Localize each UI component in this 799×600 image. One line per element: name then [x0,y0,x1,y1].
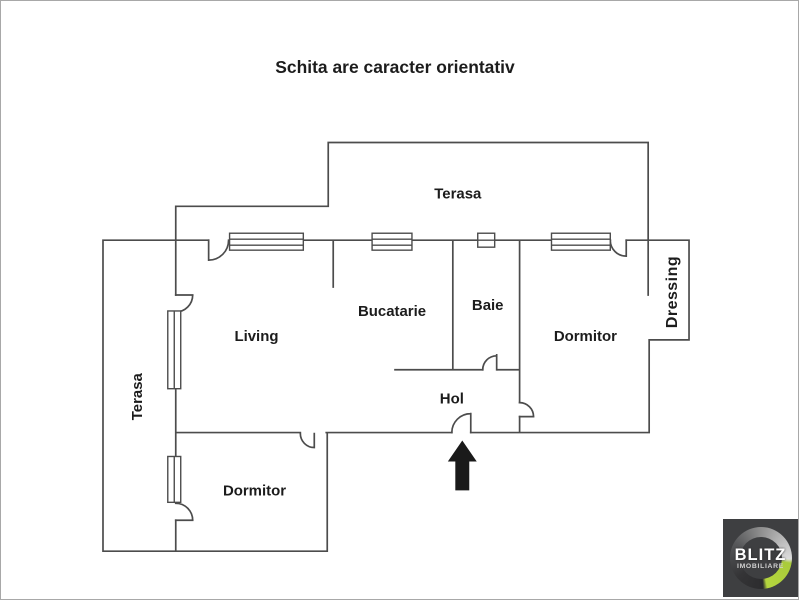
room-label-hol: Hol [440,391,464,408]
room-label-living: Living [234,328,278,345]
room-label-bucatarie: Bucatarie [358,303,426,320]
window-rect [228,232,305,251]
logo-tagline: IMOBILIARE [736,562,785,570]
entrance-marker [447,440,477,491]
logo-ring-icon [730,527,792,589]
logo-brand: BLITZ [734,545,787,564]
window-rect [371,232,413,251]
room-label-terasa-left: Terasa [129,372,146,420]
doors [174,239,628,522]
room-label-dormitor-right: Dormitor [554,328,617,345]
disclaimer-title: Schita are caracter orientativ [275,57,515,77]
room-label-baie: Baie [472,297,504,314]
walls-path [102,141,690,553]
window-rect [550,232,611,251]
walls [102,141,690,553]
windows [167,232,611,504]
labels: Schita are caracter orientativ Terasa Te… [129,57,681,500]
entrance-arrow-icon [447,440,477,491]
door-swings [174,239,628,522]
room-label-terasa-top: Terasa [434,185,482,202]
logo-ring-hole [740,537,782,579]
room-label-dressing: Dressing [664,256,681,328]
logo-text: BLITZ IMOBILIARE [723,519,798,597]
room-label-dormitor-bottom: Dormitor [223,482,286,499]
logo-badge: BLITZ IMOBILIARE [723,519,798,597]
